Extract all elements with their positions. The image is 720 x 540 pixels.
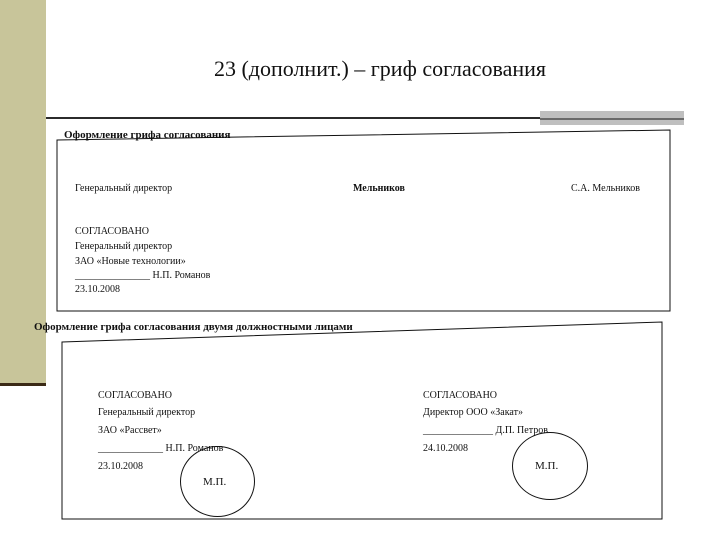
example1-signature: Мельников [353, 183, 405, 194]
example2-right-seal-label: М.П. [535, 460, 559, 472]
left-decor-band [0, 0, 46, 385]
example1-sign-line: _______________ Н.П. Романов [75, 270, 211, 281]
frame-example-1 [56, 129, 671, 312]
example2-right-sign-line: ______________ Д.П. Петров [423, 425, 548, 436]
example2-left-seal-circle [180, 446, 255, 517]
example2-right-approved-word: СОГЛАСОВАНО [423, 390, 498, 401]
example1-approval-org: ЗАО «Новые технологии» [75, 256, 186, 267]
example2-heading: Оформление грифа согласования двумя долж… [34, 321, 353, 333]
example2-left-position: Генеральный директор [98, 407, 196, 418]
title-underline [46, 117, 540, 119]
example2-left-sign-line: _____________ Н.П. Романов [98, 443, 224, 454]
example1-date: 23.10.2008 [75, 284, 120, 295]
example2-right-date: 24.10.2008 [423, 443, 468, 454]
example2-left-org: ЗАО «Рассвет» [98, 425, 162, 436]
example2-left-date: 23.10.2008 [98, 461, 143, 472]
example1-heading: Оформление грифа согласования [64, 129, 231, 141]
example1-name: С.А. Мельников [571, 183, 640, 194]
example1-position: Генеральный директор [75, 183, 173, 194]
accent-line [540, 118, 684, 120]
example1-approved-word: СОГЛАСОВАНО [75, 226, 150, 237]
slide-title: 23 (дополнит.) – гриф согласования [213, 56, 547, 81]
example2-left-approved-word: СОГЛАСОВАНО [98, 390, 173, 401]
example2-right-seal-circle [512, 432, 588, 500]
left-decor-rule [0, 383, 46, 386]
frame-example-2 [61, 321, 663, 520]
example1-approval-position: Генеральный директор [75, 241, 173, 252]
example2-left-seal-label: М.П. [203, 476, 227, 488]
example2-right-position: Директор ООО «Закат» [423, 407, 523, 418]
